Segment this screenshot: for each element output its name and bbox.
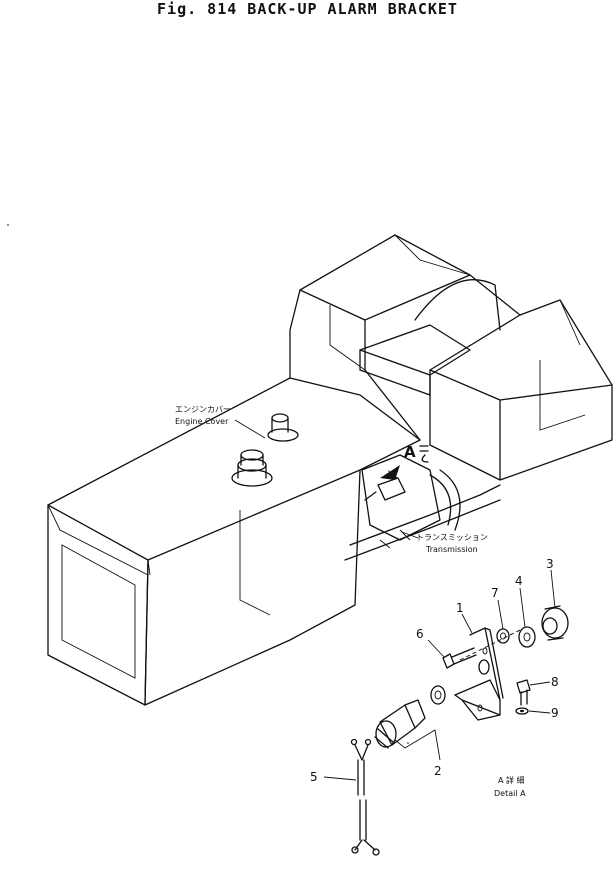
detail-caption-en: Detail A bbox=[494, 789, 526, 798]
detail-arrow-icon bbox=[380, 465, 400, 480]
filler-cap-left bbox=[231, 449, 273, 487]
callout-3: 3 bbox=[546, 557, 554, 571]
cab-fender-right bbox=[429, 299, 613, 481]
scan-speck bbox=[407, 742, 409, 744]
part-9-washer bbox=[515, 707, 529, 715]
scan-speck bbox=[7, 224, 9, 226]
callout-1-leader bbox=[461, 613, 473, 634]
engine-cover-leader bbox=[234, 419, 266, 439]
callout-9: 9 bbox=[551, 706, 559, 720]
callout-9-leader bbox=[528, 710, 551, 714]
transmission-label-jp: トランスミッション bbox=[416, 533, 488, 542]
engine-cover-label-en: Engine Cover bbox=[175, 417, 229, 426]
part-2-backup-alarm bbox=[374, 685, 446, 749]
callout-5-leader bbox=[323, 776, 357, 781]
transmission-label-en: Transmission bbox=[425, 545, 478, 554]
alignment-line bbox=[459, 629, 521, 661]
part-1-bracket bbox=[454, 627, 504, 721]
callout-8-leader bbox=[529, 681, 551, 686]
detail-marker-arrow bbox=[419, 445, 429, 463]
part-4-lock-washer bbox=[518, 626, 536, 648]
callout-7-leader bbox=[497, 599, 504, 630]
callout-3-leader bbox=[550, 569, 556, 609]
detail-marker: A bbox=[404, 443, 416, 461]
filler-cap-right bbox=[267, 413, 299, 442]
transmission-leader bbox=[401, 531, 419, 539]
engine-cover-body bbox=[47, 377, 421, 706]
callout-6: 6 bbox=[416, 627, 424, 641]
detail-caption-jp: A 詳 細 bbox=[498, 775, 525, 785]
callout-7: 7 bbox=[491, 586, 499, 600]
part-8-bolt bbox=[516, 679, 531, 706]
part-6-bolt bbox=[442, 647, 477, 669]
engine-cover-label-jp: エンジンカバー bbox=[175, 405, 231, 414]
part-3-nut bbox=[541, 605, 569, 641]
callout-2: 2 bbox=[434, 764, 442, 778]
callout-1: 1 bbox=[456, 601, 464, 615]
callout-2-leader bbox=[394, 729, 441, 761]
callout-4: 4 bbox=[515, 574, 523, 588]
part-5-wire-harness bbox=[350, 738, 380, 856]
callout-5: 5 bbox=[310, 770, 318, 784]
cab-fender-left bbox=[289, 234, 521, 441]
callout-8: 8 bbox=[551, 675, 559, 689]
callout-4-leader bbox=[519, 587, 526, 628]
figure-title: Fig. 814 BACK-UP ALARM BRACKET bbox=[157, 0, 458, 18]
callout-6-leader bbox=[427, 639, 445, 658]
